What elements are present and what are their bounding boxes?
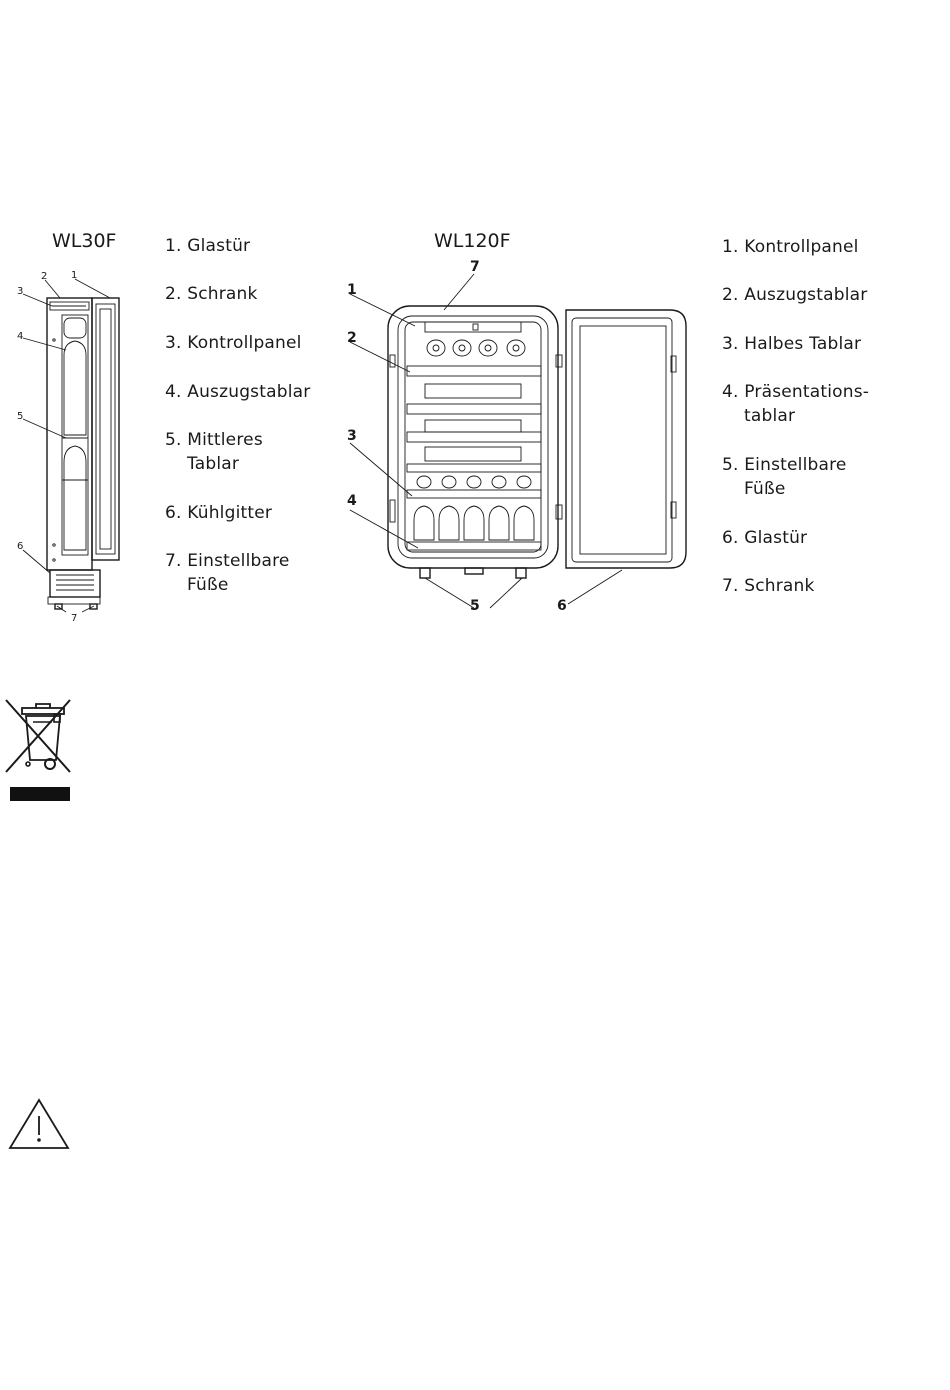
callout-number: 3: [347, 428, 357, 444]
wl120f-pull-out-shelf: [407, 366, 541, 376]
callout-number: 6: [17, 541, 23, 552]
wl120f-glass-door: [566, 310, 686, 568]
callout-number: 4: [17, 331, 23, 342]
callout-number: 7: [71, 613, 77, 624]
wl120f-display-bottles: [414, 506, 534, 540]
warning-triangle-icon: [10, 1100, 68, 1148]
wl120f-foot: [465, 568, 483, 574]
callout-number: 4: [347, 493, 357, 509]
callout-number: 1: [71, 270, 77, 281]
wl30f-drawing: 1 2 3 4 5 6 7: [17, 270, 119, 624]
wl120f-shelf: [407, 432, 541, 442]
wl120f-shelf: [407, 404, 541, 414]
callout-number: 1: [347, 282, 357, 298]
callout-number: 3: [17, 286, 23, 297]
callout-number: 7: [470, 259, 480, 275]
callout-number: 5: [470, 598, 480, 614]
wl120f-bottle-row: [417, 476, 531, 488]
callout-number: 5: [17, 411, 23, 422]
callout-number: 2: [41, 271, 47, 282]
wl120f-foot: [420, 568, 430, 578]
wl120f-bottle-row: [427, 340, 525, 356]
wl120f-half-shelf: [407, 464, 541, 472]
wl120f-display-shelf: [407, 542, 541, 550]
wl120f-drawing: 1 2 3 4 5 6 7: [347, 259, 686, 614]
wl120f-foot: [516, 568, 526, 578]
wl30f-cooling-grill: [50, 570, 100, 597]
callout-number: 6: [557, 598, 567, 614]
callout-number: 2: [347, 330, 357, 346]
wl120f-cabinet: [388, 306, 558, 568]
crossed-out-wheelie-bin-icon: [6, 700, 70, 801]
